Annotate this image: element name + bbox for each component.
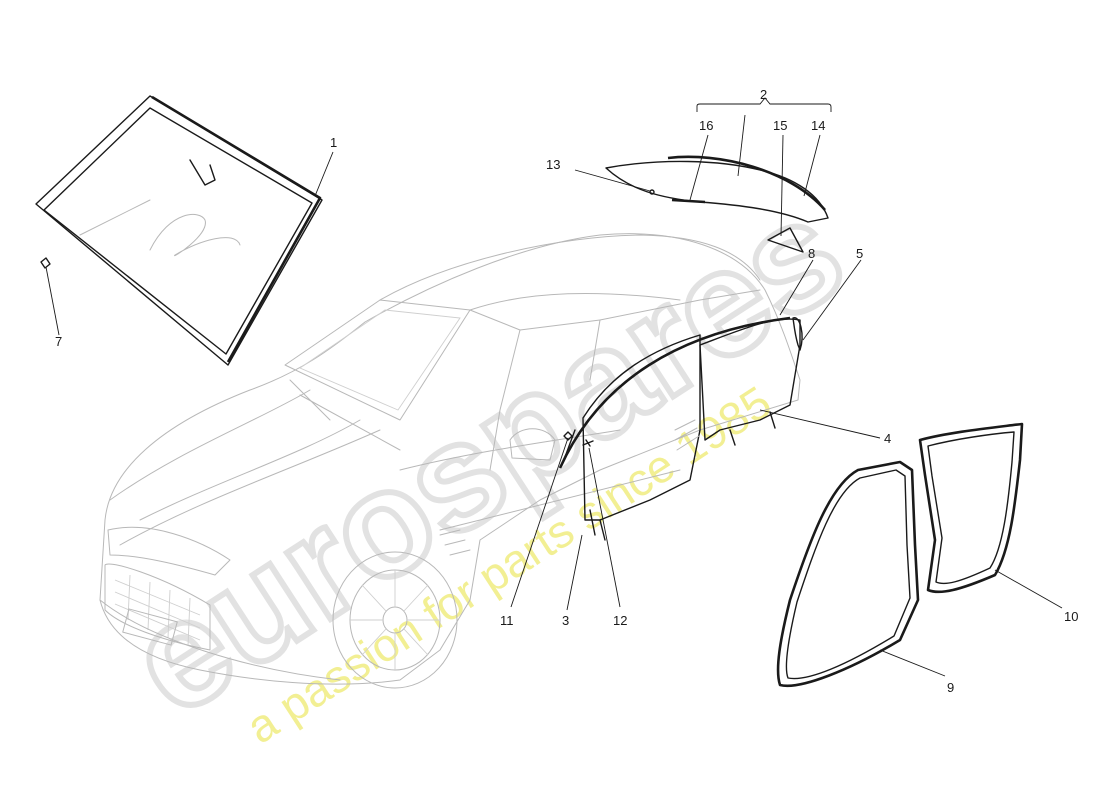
watermark: eurospares a passion for parts since 198… <box>98 162 874 753</box>
leader-13 <box>574 169 651 192</box>
leader-4 <box>759 409 881 439</box>
bracket-2 <box>696 97 832 112</box>
callout-labels: 1 2 3 4 5 7 8 9 10 11 12 13 14 15 16 <box>55 87 1078 695</box>
rear-glass-assembly <box>605 155 829 253</box>
headlight <box>107 526 231 576</box>
leader-10 <box>994 569 1063 609</box>
callout-10: 10 <box>1064 609 1078 624</box>
front-door-seal <box>776 460 920 688</box>
callout-1: 1 <box>330 135 337 150</box>
leader-15 <box>780 134 784 237</box>
leader-1 <box>314 151 334 197</box>
leader-8 <box>779 259 814 316</box>
callout-9: 9 <box>947 680 954 695</box>
callout-4: 4 <box>884 431 891 446</box>
side-mirror <box>509 428 556 461</box>
callout-7: 7 <box>55 334 62 349</box>
car-silhouette <box>99 233 801 685</box>
grille <box>104 563 211 651</box>
callout-8: 8 <box>808 246 815 261</box>
callout-14: 14 <box>811 118 825 133</box>
clip-part <box>40 257 51 269</box>
callout-16: 16 <box>699 118 713 133</box>
leader-9 <box>879 649 946 677</box>
callout-2: 2 <box>760 87 767 102</box>
leader-12 <box>588 447 621 608</box>
callout-3: 3 <box>562 613 569 628</box>
leader-2 <box>737 114 746 177</box>
car-body-ghost <box>99 233 801 689</box>
leader-14 <box>803 134 821 197</box>
door-glass-assembly <box>558 316 803 541</box>
leader-11 <box>510 437 569 608</box>
leader-3 <box>566 534 583 611</box>
callout-12: 12 <box>613 613 627 628</box>
leader-lines <box>45 97 1063 677</box>
rear-door-seal <box>918 422 1024 594</box>
callout-11: 11 <box>500 613 514 628</box>
callout-5: 5 <box>856 246 863 261</box>
windscreen-part <box>35 95 323 366</box>
leader-16 <box>689 134 709 201</box>
callout-13: 13 <box>546 157 560 172</box>
watermark-brand: eurospares <box>101 165 871 746</box>
callout-15: 15 <box>773 118 787 133</box>
leader-5 <box>802 259 862 341</box>
front-wheel <box>332 551 458 689</box>
leader-7 <box>45 266 60 336</box>
